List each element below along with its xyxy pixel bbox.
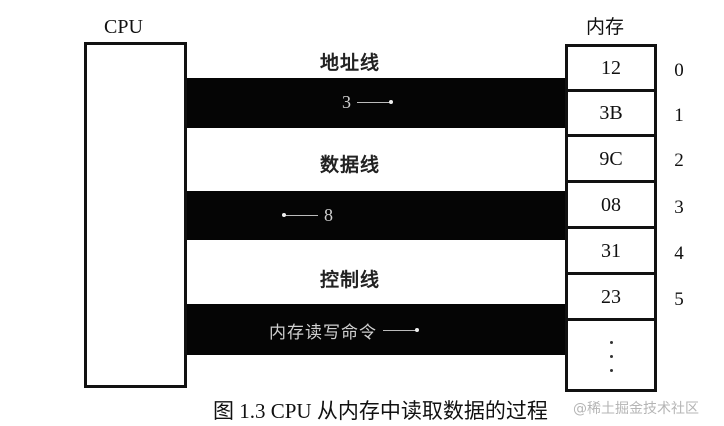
memory-cell-3: 08 [568,184,654,229]
watermark: @稀土掘金技术社区 [573,401,699,417]
memory-box: 12 3B 9C 08 31 23 [565,44,657,392]
memory-cell-4: 31 [568,230,654,275]
data-bus: 8 [187,191,565,240]
memory-continuation [568,323,654,389]
control-command: 内存读写命令 [269,323,377,343]
ellipsis-dot-icon [609,354,613,358]
ellipsis-dot-icon [609,340,613,344]
address-4: 4 [674,243,684,264]
address-3: 3 [674,197,684,218]
memory-cell-0: 12 [568,47,654,92]
arrow-right-icon [383,328,419,332]
address-bus-signal: 3 [342,92,393,113]
address-value: 3 [342,92,351,112]
address-5: 5 [674,289,684,310]
address-bus: 3 [187,78,565,128]
data-bus-signal: 8 [282,205,333,226]
ellipsis-dot-icon [609,368,613,372]
control-bus-label: 控制线 [320,269,381,291]
data-bus-label: 数据线 [320,154,381,176]
address-0: 0 [674,60,684,81]
memory-cell-1: 3B [568,92,654,137]
arrow-right-icon [357,100,393,104]
control-bus-signal: 内存读写命令 [269,318,419,343]
memory-cell-5: 23 [568,276,654,321]
cpu-label: CPU [104,16,143,38]
address-bus-label: 地址线 [320,52,381,74]
address-2: 2 [674,150,684,171]
data-value: 8 [324,205,333,225]
control-bus: 内存读写命令 [187,304,565,355]
memory-cell-2: 9C [568,138,654,183]
figure-caption: 图 1.3 CPU 从内存中读取数据的过程 [213,399,548,423]
cpu-box [84,42,187,388]
address-1: 1 [674,105,684,126]
arrow-left-icon [282,213,318,217]
memory-label: 内存 [586,16,625,38]
